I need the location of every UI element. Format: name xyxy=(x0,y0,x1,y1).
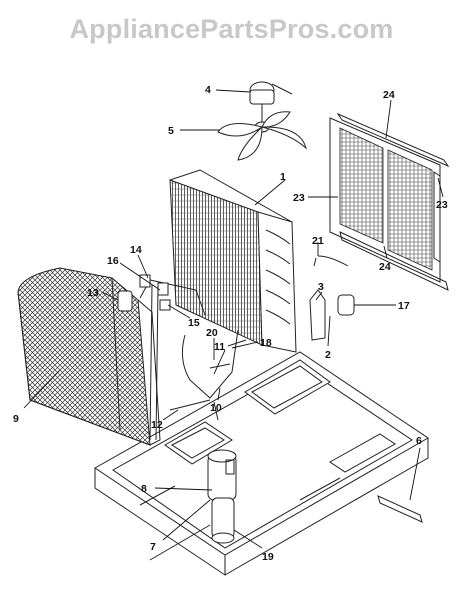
callout-11: 11 xyxy=(214,341,225,353)
callout-13: 13 xyxy=(87,287,99,299)
callout-9: 9 xyxy=(13,413,19,425)
callout-24-top: 24 xyxy=(383,89,395,101)
callout-4: 4 xyxy=(205,84,211,96)
callout-23-right: 23 xyxy=(436,199,448,211)
callout-24-bottom: 24 xyxy=(379,261,391,273)
callout-15: 15 xyxy=(188,317,200,329)
callout-12: 12 xyxy=(151,419,163,431)
callout-labels: 1 2 3 4 5 6 7 8 9 10 11 12 13 14 15 16 1… xyxy=(13,84,448,563)
callout-21: 21 xyxy=(312,235,324,247)
callout-23-left: 23 xyxy=(293,192,305,204)
callout-18: 18 xyxy=(260,337,272,349)
callout-17: 17 xyxy=(398,300,410,312)
base-pan xyxy=(94,351,429,576)
fan-assembly xyxy=(217,81,307,161)
leader-lines xyxy=(23,89,444,549)
callout-19: 19 xyxy=(262,551,274,563)
callout-5: 5 xyxy=(168,125,174,137)
callout-16: 16 xyxy=(107,255,119,267)
evaporator-coil xyxy=(169,169,297,353)
callout-20: 20 xyxy=(206,327,218,339)
callout-1: 1 xyxy=(280,171,286,183)
callout-14: 14 xyxy=(130,244,142,256)
callout-10: 10 xyxy=(210,402,222,414)
callout-3: 3 xyxy=(318,281,324,293)
callout-8: 8 xyxy=(141,483,147,495)
callout-6: 6 xyxy=(416,435,422,447)
callout-7: 7 xyxy=(150,541,156,553)
tubing-and-controls xyxy=(117,255,355,441)
filter-grille xyxy=(329,112,450,291)
compressor xyxy=(207,449,237,544)
watermark-logo: AppliancePartsPros.com xyxy=(69,14,394,44)
callout-2: 2 xyxy=(325,349,331,361)
side-bracket xyxy=(377,495,423,523)
condenser-grille xyxy=(17,267,161,446)
